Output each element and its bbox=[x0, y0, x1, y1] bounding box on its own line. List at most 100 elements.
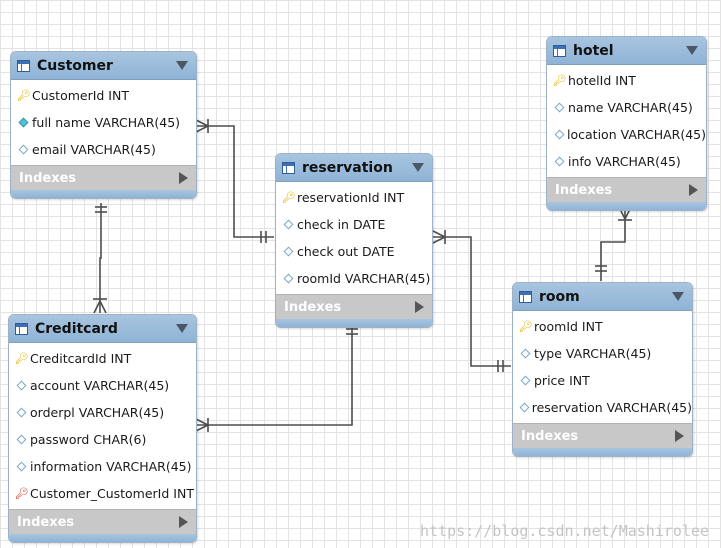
indexes-label: Indexes bbox=[521, 428, 579, 444]
column-row[interactable]: location VARCHAR(45) bbox=[547, 121, 706, 148]
triangle-right-icon[interactable] bbox=[689, 184, 698, 196]
indexes-label: Indexes bbox=[284, 299, 342, 315]
key-icon: 🔑︎ bbox=[14, 352, 29, 365]
triangle-right-icon[interactable] bbox=[179, 516, 188, 528]
column-row[interactable]: full name VARCHAR(45) bbox=[11, 109, 196, 136]
table-header[interactable]: room bbox=[513, 283, 692, 311]
link-reservation-creditcard[interactable] bbox=[195, 325, 358, 432]
column-list: 🔑︎CustomerId INT full name VARCHAR(45) e… bbox=[11, 80, 196, 165]
table-footer bbox=[547, 202, 706, 210]
indexes-label: Indexes bbox=[19, 170, 77, 186]
empty-diamond-icon bbox=[519, 402, 530, 413]
column-row[interactable]: account VARCHAR(45) bbox=[9, 372, 196, 399]
table-header[interactable]: Customer bbox=[11, 52, 196, 80]
column-row[interactable]: info VARCHAR(45) bbox=[547, 148, 706, 175]
column-label: check in DATE bbox=[297, 217, 386, 232]
table-room[interactable]: room 🔑︎roomId INT type VARCHAR(45) price… bbox=[512, 282, 693, 457]
table-icon bbox=[282, 161, 295, 174]
indexes-bar[interactable]: Indexes bbox=[9, 509, 196, 534]
triangle-down-icon[interactable] bbox=[176, 324, 188, 333]
column-row[interactable]: check in DATE bbox=[276, 211, 432, 238]
indexes-bar[interactable]: Indexes bbox=[547, 177, 706, 202]
column-list: 🔑︎CreditcardId INT account VARCHAR(45) o… bbox=[9, 343, 196, 509]
link-hotel-room[interactable] bbox=[595, 206, 632, 281]
column-row[interactable]: price INT bbox=[513, 367, 692, 394]
empty-diamond-icon bbox=[554, 156, 565, 167]
column-row[interactable]: information VARCHAR(45) bbox=[9, 453, 196, 480]
table-title: room bbox=[539, 288, 580, 305]
table-header[interactable]: Creditcard bbox=[9, 315, 196, 343]
column-row[interactable]: name VARCHAR(45) bbox=[547, 94, 706, 121]
indexes-label: Indexes bbox=[555, 182, 613, 198]
table-footer bbox=[276, 319, 432, 327]
column-row[interactable]: 🔑︎roomId INT bbox=[513, 313, 692, 340]
watermark: https://blog.csdn.net/Mashirolee bbox=[420, 522, 709, 540]
column-label: roomId VARCHAR(45) bbox=[297, 271, 431, 286]
column-label: name VARCHAR(45) bbox=[568, 100, 693, 115]
empty-diamond-icon bbox=[520, 348, 531, 359]
key-icon: 🔑︎ bbox=[518, 320, 533, 333]
column-label: account VARCHAR(45) bbox=[30, 378, 170, 393]
column-row[interactable]: check out DATE bbox=[276, 238, 432, 265]
empty-diamond-icon bbox=[283, 246, 294, 257]
table-footer bbox=[9, 534, 196, 542]
column-list: 🔑︎roomId INT type VARCHAR(45) price INT … bbox=[513, 311, 692, 423]
column-row[interactable]: email VARCHAR(45) bbox=[11, 136, 196, 163]
column-row[interactable]: roomId VARCHAR(45) bbox=[276, 265, 432, 292]
triangle-right-icon[interactable] bbox=[415, 301, 424, 313]
column-row[interactable]: 🔑︎hotelId INT bbox=[547, 67, 706, 94]
indexes-bar[interactable]: Indexes bbox=[11, 165, 196, 190]
empty-diamond-icon bbox=[283, 273, 294, 284]
table-creditcard[interactable]: Creditcard 🔑︎CreditcardId INT account VA… bbox=[8, 314, 197, 543]
column-row[interactable]: 🔑︎reservationId INT bbox=[276, 184, 432, 211]
triangle-down-icon[interactable] bbox=[686, 46, 698, 55]
triangle-down-icon[interactable] bbox=[672, 292, 684, 301]
table-customer[interactable]: Customer 🔑︎CustomerId INT full name VARC… bbox=[10, 51, 197, 199]
link-customer-creditcard[interactable] bbox=[93, 203, 107, 314]
table-title: reservation bbox=[302, 159, 393, 176]
column-list: 🔑︎hotelId INT name VARCHAR(45) location … bbox=[547, 65, 706, 177]
table-icon bbox=[15, 322, 28, 335]
link-reservation-room[interactable] bbox=[432, 230, 511, 372]
key-icon: 🔑︎ bbox=[552, 74, 567, 87]
key-icon: 🔑︎ bbox=[281, 191, 296, 204]
column-row[interactable]: 🔑︎CustomerId INT bbox=[11, 82, 196, 109]
column-row[interactable]: type VARCHAR(45) bbox=[513, 340, 692, 367]
empty-diamond-icon bbox=[554, 129, 564, 140]
triangle-right-icon[interactable] bbox=[179, 172, 188, 184]
column-label: roomId INT bbox=[534, 319, 603, 334]
column-row[interactable]: reservation VARCHAR(45) bbox=[513, 394, 692, 421]
table-header[interactable]: reservation bbox=[276, 154, 432, 182]
triangle-down-icon[interactable] bbox=[176, 61, 188, 70]
triangle-right-icon[interactable] bbox=[675, 430, 684, 442]
table-hotel[interactable]: hotel 🔑︎hotelId INT name VARCHAR(45) loc… bbox=[546, 36, 707, 211]
empty-diamond-icon bbox=[16, 380, 27, 391]
foreign-key-icon: 🔑︎ bbox=[14, 487, 29, 500]
empty-diamond-icon bbox=[18, 144, 29, 155]
table-reservation[interactable]: reservation 🔑︎reservationId INT check in… bbox=[275, 153, 433, 328]
table-header[interactable]: hotel bbox=[547, 37, 706, 65]
column-list: 🔑︎reservationId INT check in DATE check … bbox=[276, 182, 432, 294]
column-label: information VARCHAR(45) bbox=[30, 459, 192, 474]
empty-diamond-icon bbox=[554, 102, 565, 113]
column-row[interactable]: orderpl VARCHAR(45) bbox=[9, 399, 196, 426]
indexes-bar[interactable]: Indexes bbox=[276, 294, 432, 319]
column-label: reservationId INT bbox=[297, 190, 405, 205]
indexes-bar[interactable]: Indexes bbox=[513, 423, 692, 448]
column-row[interactable]: 🔑︎CreditcardId INT bbox=[9, 345, 196, 372]
empty-diamond-icon bbox=[283, 219, 294, 230]
empty-diamond-icon bbox=[16, 461, 27, 472]
triangle-down-icon[interactable] bbox=[412, 163, 424, 172]
link-customer-reservation[interactable] bbox=[195, 119, 274, 243]
table-title: Creditcard bbox=[35, 320, 118, 337]
column-row[interactable]: 🔑︎Customer_CustomerId INT bbox=[9, 480, 196, 507]
column-label: location VARCHAR(45) bbox=[567, 127, 706, 142]
filled-diamond-icon bbox=[18, 117, 29, 128]
column-row[interactable]: password CHAR(6) bbox=[9, 426, 196, 453]
column-label: info VARCHAR(45) bbox=[568, 154, 681, 169]
column-label: hotelId INT bbox=[568, 73, 636, 88]
column-label: reservation VARCHAR(45) bbox=[531, 400, 692, 415]
column-label: price INT bbox=[534, 373, 590, 388]
key-icon: 🔑︎ bbox=[16, 89, 31, 102]
